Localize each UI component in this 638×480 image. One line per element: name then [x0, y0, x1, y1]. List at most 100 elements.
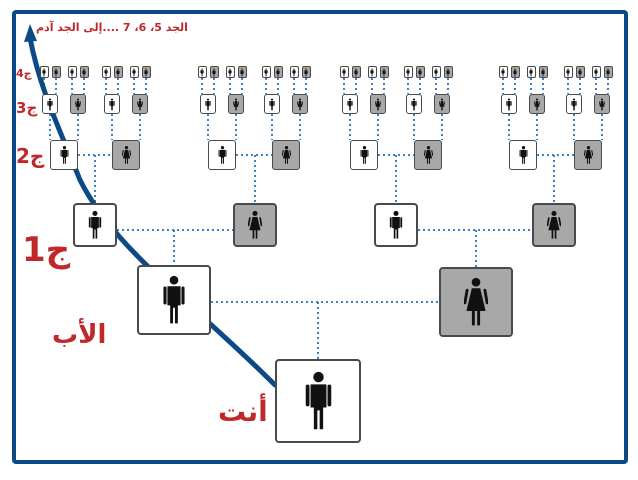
- man-icon: [506, 97, 512, 110]
- gen4-box-17: [339, 66, 349, 78]
- woman-icon: [606, 67, 610, 76]
- gen4-box-26: [510, 66, 520, 78]
- man-icon: [205, 97, 211, 110]
- man-icon: [109, 97, 115, 110]
- man-icon: [132, 67, 136, 76]
- woman-icon: [382, 67, 386, 76]
- gen4-box-9: [197, 66, 207, 78]
- gen3-box-11: [406, 94, 422, 114]
- man-icon: [406, 67, 410, 76]
- gen4-box-11: [225, 66, 235, 78]
- woman-icon: [144, 67, 148, 76]
- arrow-up-icon: [24, 24, 37, 42]
- gen3-box-9: [342, 94, 358, 114]
- gen3-box-10: [370, 94, 386, 114]
- woman-icon: [121, 145, 131, 164]
- woman-icon: [578, 67, 582, 76]
- gen3-box-6: [228, 94, 244, 114]
- man-icon: [228, 67, 232, 76]
- grandparent-box-1: [73, 203, 117, 247]
- woman-icon: [375, 97, 381, 110]
- gen2-box-5: [350, 140, 378, 170]
- woman-icon: [583, 145, 593, 164]
- gen2-box-6: [414, 140, 442, 170]
- gen3-box-8: [292, 94, 308, 114]
- gen4-box-1: [39, 66, 49, 78]
- woman-icon: [276, 67, 280, 76]
- father-label: الأب: [52, 320, 107, 350]
- father-box: [137, 265, 211, 335]
- gen4-box-8: [141, 66, 151, 78]
- man-icon: [70, 67, 74, 76]
- woman-icon: [418, 67, 422, 76]
- gen3-box-13: [501, 94, 517, 114]
- man-icon: [269, 97, 275, 110]
- gen4-box-23: [431, 66, 441, 78]
- man-icon: [360, 145, 368, 164]
- man-icon: [42, 67, 46, 76]
- generation-4-label: ج4: [16, 67, 32, 80]
- connectors: [43, 78, 609, 359]
- gen4-box-5: [101, 66, 111, 78]
- gen3-box-1: [42, 94, 58, 114]
- man-icon: [571, 97, 577, 110]
- woman-icon: [75, 97, 81, 110]
- man-icon: [88, 210, 102, 239]
- generation-3-label: ج3: [16, 99, 38, 117]
- woman-icon: [240, 67, 244, 76]
- grandparent-box-3: [374, 203, 418, 247]
- gen4-box-28: [538, 66, 548, 78]
- woman-icon: [513, 67, 517, 76]
- generation-1-label: ج1: [22, 230, 71, 270]
- gen4-box-32: [603, 66, 613, 78]
- man-icon: [529, 67, 533, 76]
- woman-icon: [547, 210, 561, 239]
- mother-box: [439, 267, 513, 337]
- man-icon: [434, 67, 438, 76]
- gen3-box-4: [132, 94, 148, 114]
- gen4-box-18: [351, 66, 361, 78]
- gen4-box-30: [575, 66, 585, 78]
- woman-icon: [281, 145, 291, 164]
- gen2-box-2: [112, 140, 140, 170]
- man-icon: [60, 145, 68, 164]
- gen4-box-31: [591, 66, 601, 78]
- generation-2-label: ج2: [16, 144, 45, 168]
- man-icon: [594, 67, 598, 76]
- gen3-box-12: [434, 94, 450, 114]
- man-icon: [566, 67, 570, 76]
- woman-icon: [534, 97, 540, 110]
- man-icon: [47, 97, 53, 110]
- outer-frame: [12, 10, 628, 464]
- woman-icon: [354, 67, 358, 76]
- woman-icon: [439, 97, 445, 110]
- gen4-box-4: [79, 66, 89, 78]
- gen4-box-29: [563, 66, 573, 78]
- woman-icon: [464, 277, 488, 326]
- gen3-box-5: [200, 94, 216, 114]
- man-icon: [370, 67, 374, 76]
- grandparent-box-4: [532, 203, 576, 247]
- gen4-box-15: [289, 66, 299, 78]
- gen2-box-4: [272, 140, 300, 170]
- man-icon: [342, 67, 346, 76]
- gen3-box-16: [594, 94, 610, 114]
- gen4-box-7: [129, 66, 139, 78]
- gen4-box-19: [367, 66, 377, 78]
- man-icon: [104, 67, 108, 76]
- man-icon: [519, 145, 527, 164]
- gen4-box-14: [273, 66, 283, 78]
- man-icon: [389, 210, 403, 239]
- grandparent-box-2: [233, 203, 277, 247]
- woman-icon: [297, 97, 303, 110]
- woman-icon: [248, 210, 262, 239]
- woman-icon: [137, 97, 143, 110]
- man-icon: [200, 67, 204, 76]
- top-note-label: الجد 5، 6، 7 ....إلى الجد آدم: [36, 21, 188, 34]
- man-icon: [218, 145, 226, 164]
- man-icon: [264, 67, 268, 76]
- gen3-box-7: [264, 94, 280, 114]
- you-box: [275, 359, 361, 443]
- woman-icon: [304, 67, 308, 76]
- gen3-box-14: [529, 94, 545, 114]
